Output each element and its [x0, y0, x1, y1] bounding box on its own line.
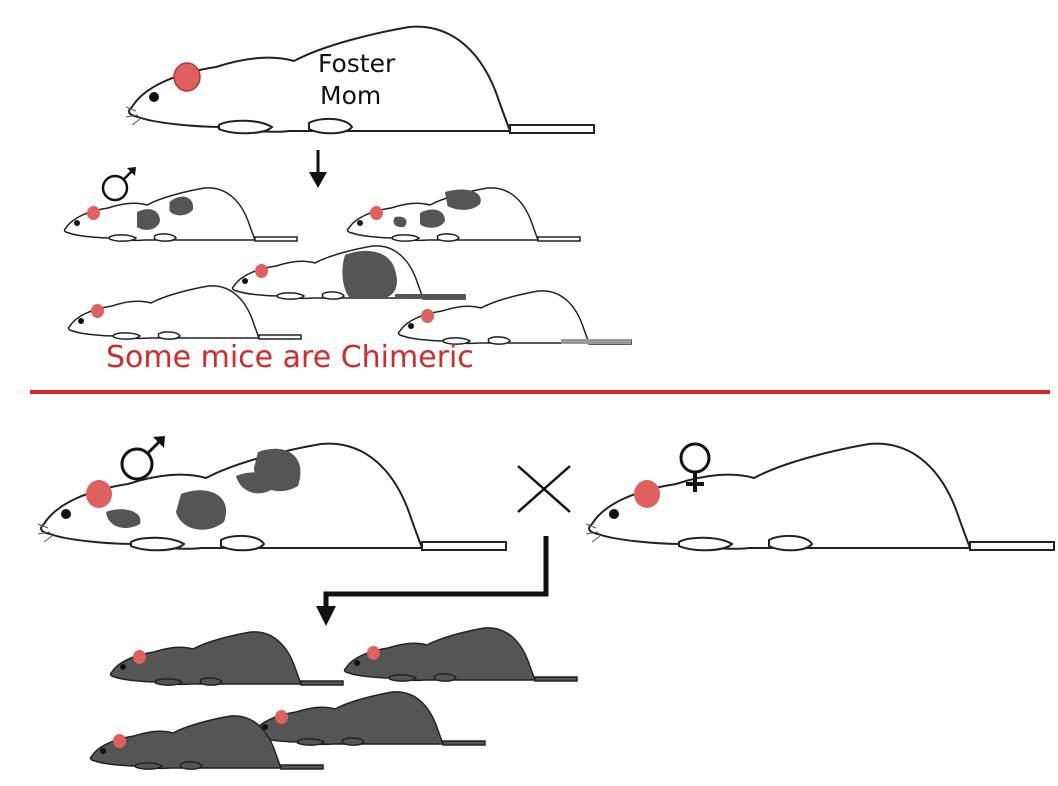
coat-spot	[445, 189, 481, 210]
eye-icon	[74, 220, 80, 226]
whiskers-icon	[37, 523, 53, 543]
offspring-dark-mouse	[251, 691, 486, 746]
whiskers-icon	[125, 106, 141, 126]
ear-icon	[370, 206, 383, 220]
eye-icon	[100, 748, 106, 754]
eye-icon	[78, 318, 84, 324]
chimeric-male-parent	[37, 442, 507, 552]
female-symbol-icon	[679, 442, 711, 492]
pup-chimeric-male	[63, 187, 298, 242]
eye-icon	[149, 92, 159, 102]
cross-breeding-icon	[517, 465, 571, 513]
offspring-dark-mouse	[89, 715, 324, 770]
offspring-dark-mouse	[109, 631, 344, 686]
chimeric-note: Some mice are Chimeric	[106, 340, 474, 375]
eye-icon	[609, 509, 619, 519]
foster-label-line1: Foster	[318, 49, 396, 78]
coat-spot	[393, 216, 407, 228]
coat-spot	[106, 509, 141, 528]
ear-icon	[91, 304, 104, 318]
down-arrow-icon	[316, 536, 549, 626]
eye-icon	[120, 664, 126, 670]
eye-icon	[354, 660, 360, 666]
eye-icon	[61, 509, 71, 519]
ear-icon	[113, 734, 126, 748]
eye-icon	[242, 278, 248, 284]
ear-icon	[421, 309, 434, 323]
coat-spot	[420, 209, 445, 228]
male-symbol-icon	[101, 167, 136, 202]
eye-icon	[262, 724, 268, 730]
ear-icon	[86, 480, 112, 508]
pup-white	[67, 285, 302, 340]
eye-icon	[357, 220, 363, 226]
offspring-dark-mouse	[343, 627, 578, 682]
foster-label-line2: Mom	[320, 81, 381, 110]
white-female-parent	[585, 442, 1055, 552]
eye-icon	[408, 323, 414, 329]
ear-icon	[133, 650, 146, 664]
whiskers-icon	[585, 523, 601, 543]
coat-spot	[342, 250, 397, 298]
pup-chimeric	[231, 245, 466, 300]
pup-chimeric	[346, 187, 581, 242]
foster-mom-mouse	[125, 25, 595, 135]
ear-icon	[367, 646, 380, 660]
coat-spot	[254, 448, 301, 492]
ear-icon	[255, 264, 268, 278]
ear-icon	[634, 480, 660, 508]
ear-icon	[275, 710, 288, 724]
ear-icon	[87, 206, 100, 220]
coat-spot	[137, 209, 160, 230]
down-arrow-icon	[309, 150, 327, 188]
male-symbol-icon	[120, 436, 165, 481]
ear-icon	[173, 62, 201, 92]
pup-white	[397, 290, 632, 345]
coat-spot	[176, 490, 227, 530]
coat-spot	[169, 196, 194, 216]
